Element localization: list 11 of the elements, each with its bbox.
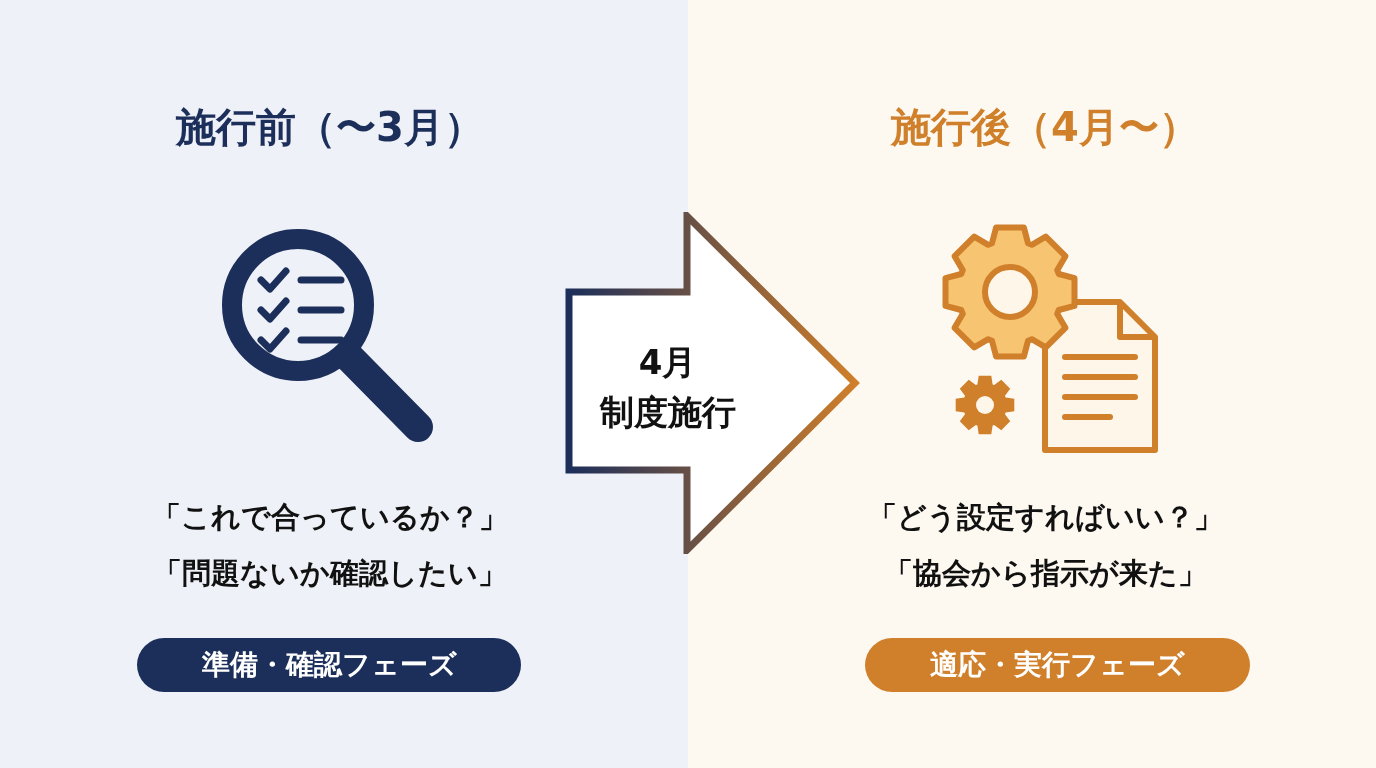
- arrow-shape: [565, 212, 860, 554]
- phase-label: 適応・実行フェーズ: [865, 638, 1250, 692]
- arrow-label: 制度施行: [598, 391, 737, 434]
- quote-text: 「これで合っているか？」: [151, 499, 509, 536]
- phase-label: 準備・確認フェーズ: [137, 638, 521, 692]
- arrow-label: 4月: [637, 341, 698, 384]
- quote-text: 「問題ないか確認したい」: [152, 555, 508, 592]
- heading: 施行前（〜3月）: [174, 103, 485, 152]
- heading: 施行後（4月〜）: [889, 103, 1200, 152]
- quote-text: 「どう設定すればいい？」: [866, 499, 1224, 536]
- quote-text: 「協会から指示が来た」: [882, 555, 1208, 592]
